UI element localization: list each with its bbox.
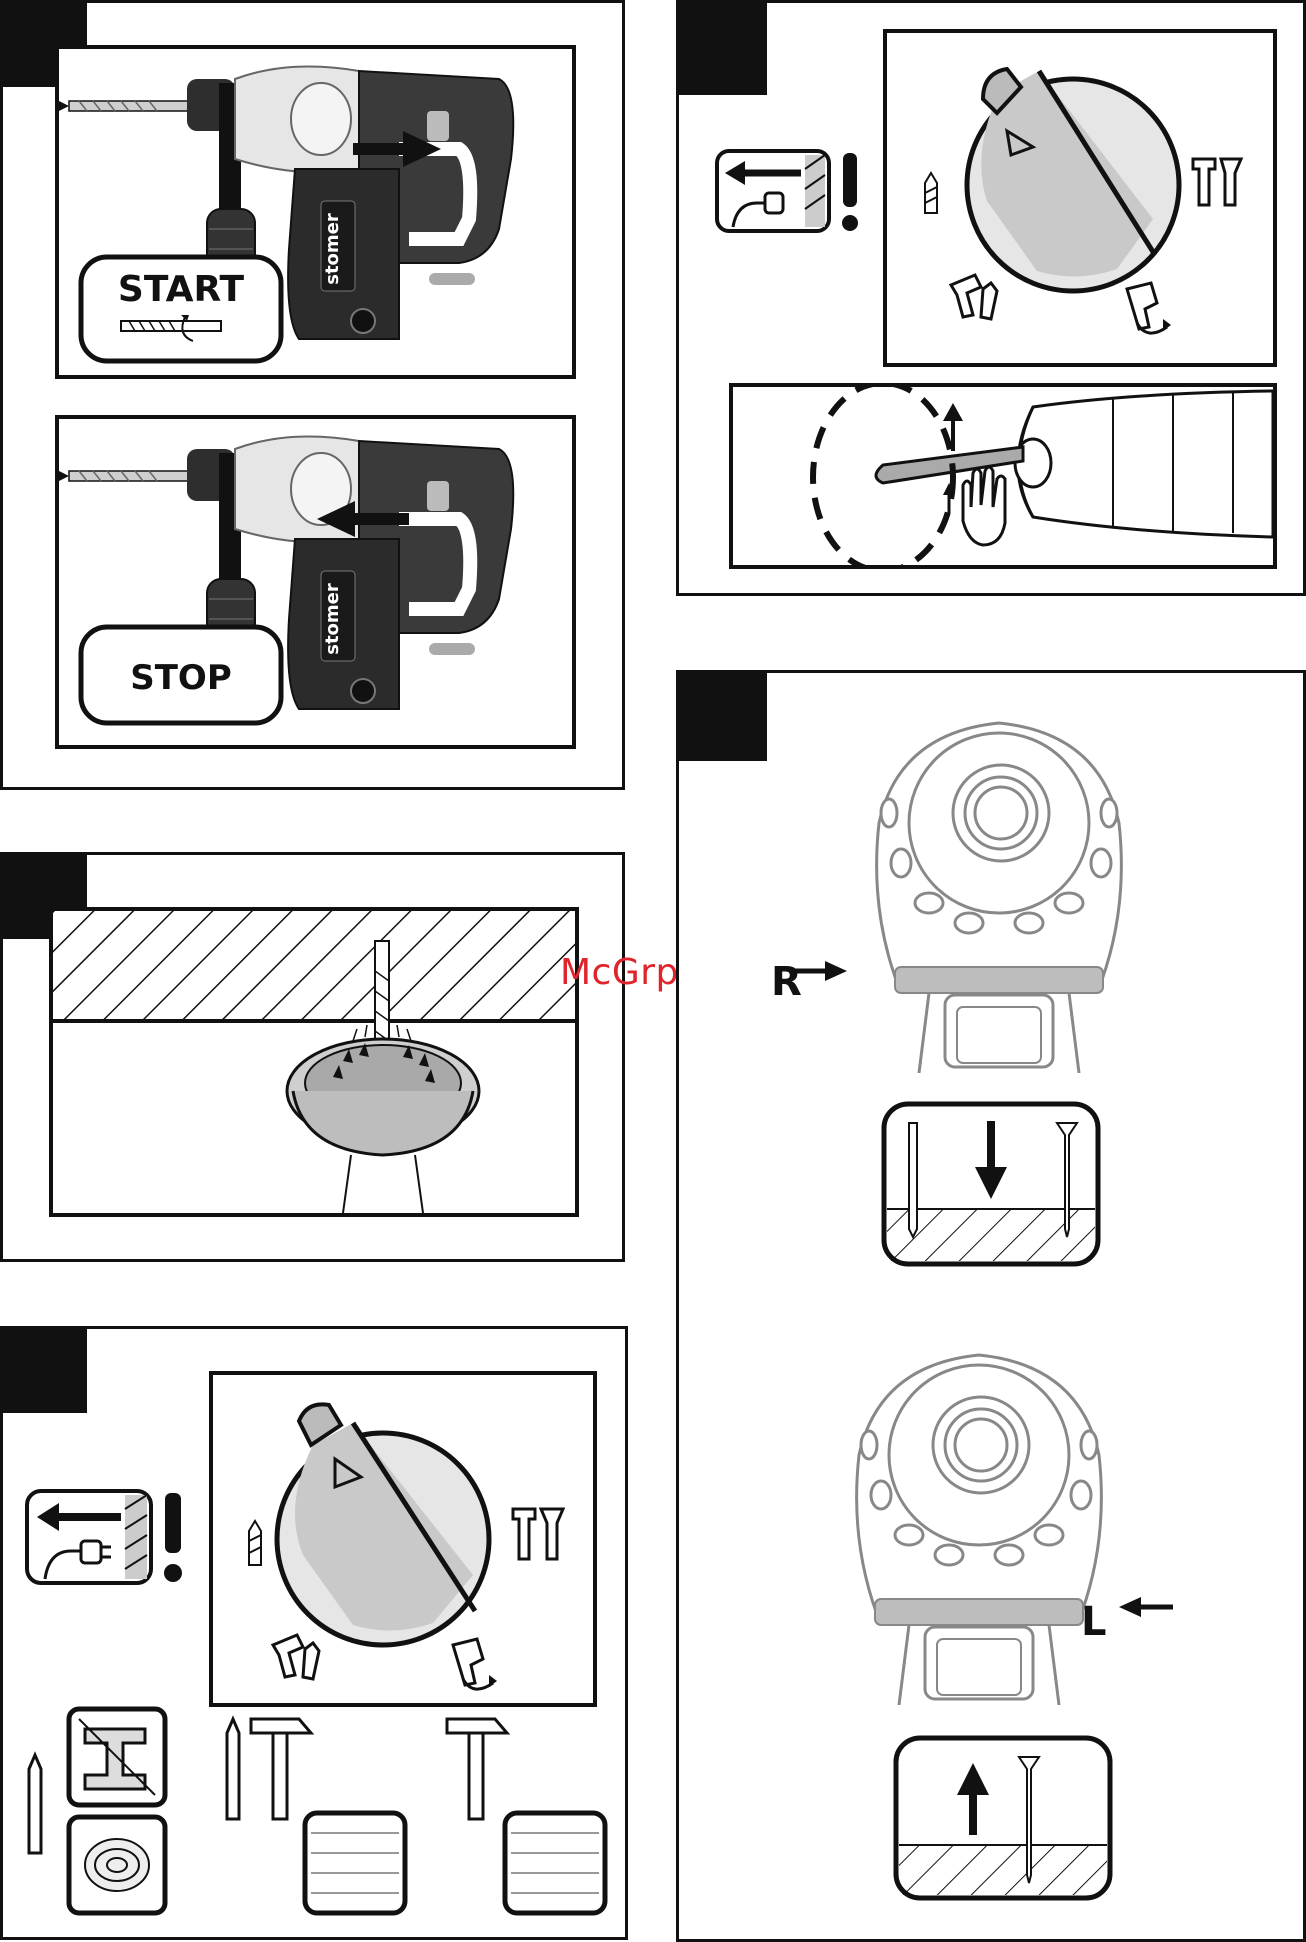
panel-start-stop: stomer START (0, 0, 625, 790)
hammer-icon (447, 1719, 507, 1819)
drill-bit-icon (925, 173, 937, 213)
chisel-hammer-icon (227, 1719, 311, 1819)
step-tab (679, 3, 767, 95)
panel-rotation-direction: R L (676, 670, 1306, 1942)
screw-out-icon (893, 1735, 1113, 1901)
unplug-warning-icon (715, 149, 885, 235)
rotation-lock-icon (453, 1639, 497, 1689)
start-label: START (118, 269, 245, 310)
rotary-hammer-start-image: stomer START (59, 49, 572, 375)
svg-text:R: R (771, 959, 802, 1005)
mode-selector-illustration (209, 1371, 597, 1707)
step-tab (679, 673, 767, 761)
stop-illustration: stomer STOP (55, 415, 576, 749)
drill-bit-icon (249, 1521, 261, 1565)
chisel-icon (1193, 159, 1241, 205)
chisel-rotation-image (733, 387, 1273, 565)
screw-in-icon (881, 1101, 1101, 1267)
brick-wall-icon (505, 1813, 605, 1913)
panel-mode-selector (0, 1326, 628, 1940)
tool-rear-view-right (789, 713, 1209, 1073)
mode-dial-image (887, 33, 1273, 363)
brick-wall-icon (305, 1813, 405, 1913)
dust-cup-image (53, 911, 575, 1213)
mode-dial-image (213, 1375, 593, 1703)
chisel-icon (29, 1755, 41, 1853)
steel-beam-icon (69, 1709, 165, 1805)
wood-icon (69, 1817, 165, 1913)
tool-rear-view-left (769, 1345, 1189, 1705)
stop-label: STOP (130, 658, 232, 698)
hammer-drill-icon (951, 275, 997, 319)
panel-ceiling-drilling (0, 852, 625, 1262)
svg-text:L: L (1081, 1599, 1107, 1645)
rotation-lock-icon (1127, 283, 1171, 333)
rotary-hammer-stop-image: stomer STOP (59, 419, 572, 745)
chisel-icon (513, 1509, 563, 1559)
unplug-warning-icon (25, 1489, 195, 1589)
hammer-drill-icon (273, 1635, 319, 1679)
brand-logo: stomer (322, 583, 343, 655)
left-label: L (1079, 1585, 1139, 1645)
start-illustration: stomer START (55, 45, 576, 379)
mode-selector-illustration (883, 29, 1277, 367)
applications-image (19, 1699, 619, 1937)
chisel-rotation-illustration (729, 383, 1277, 569)
step-tab (3, 1329, 87, 1413)
brand-logo: stomer (322, 213, 343, 285)
right-label: R (769, 945, 829, 1005)
ceiling-drilling-illustration (49, 907, 579, 1217)
panel-chisel-position (676, 0, 1306, 596)
